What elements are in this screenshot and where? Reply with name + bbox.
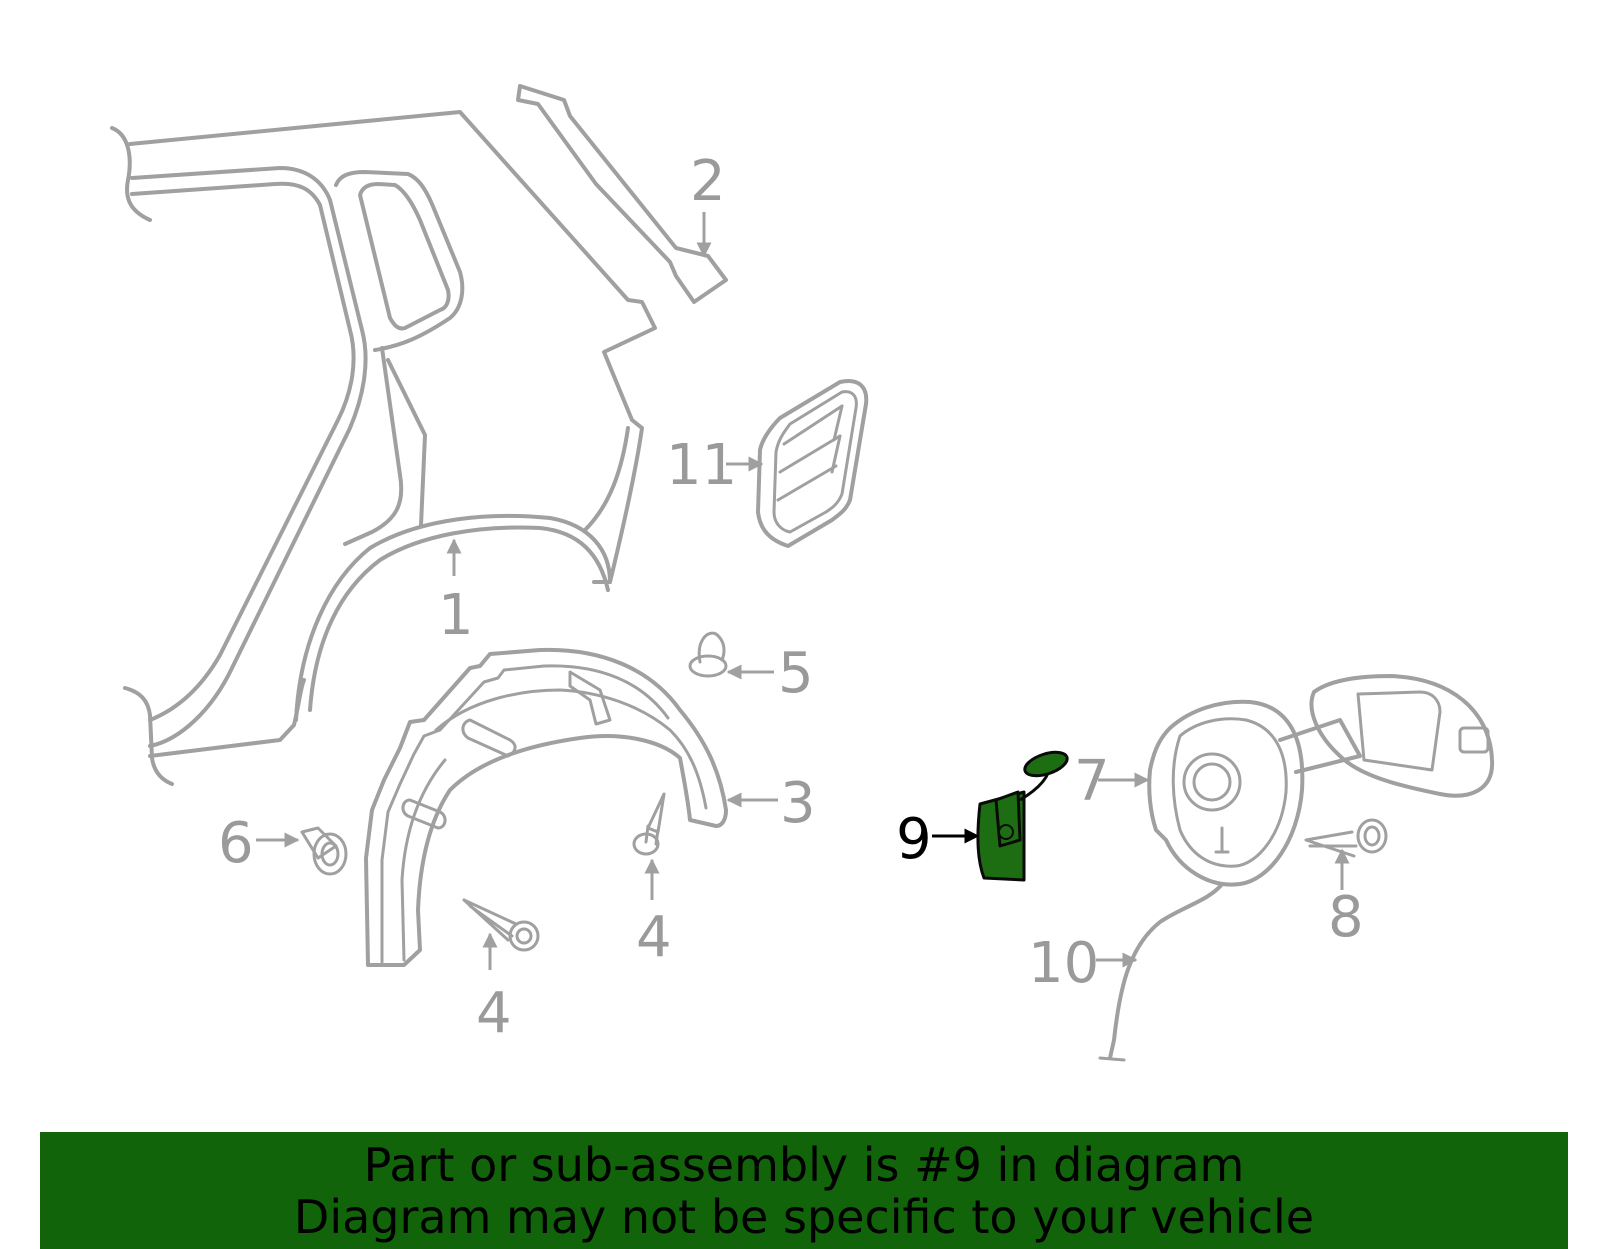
info-banner: Part or sub-assembly is #9 in diagram Di…: [40, 1132, 1568, 1249]
callout-4-left: 4: [476, 981, 512, 1046]
leader-lines: [256, 212, 1350, 970]
screw-part-4-left: [462, 898, 540, 952]
wheelhouse-liner-part-3: [364, 647, 728, 967]
vent-grille-part-11: [756, 379, 869, 548]
bolt-part-8: [1304, 818, 1388, 858]
callout-4-right: 4: [636, 905, 672, 970]
callout-1: 1: [438, 583, 474, 648]
banner-line-1: Part or sub-assembly is #9 in diagram: [363, 1137, 1245, 1192]
callout-3: 3: [780, 771, 816, 836]
callout-2: 2: [690, 149, 726, 214]
pillar-trim-part-2: [516, 84, 728, 304]
banner-line-2: Diagram may not be specific to your vehi…: [293, 1189, 1315, 1244]
callout-9: 9: [896, 807, 932, 872]
fuel-door-tether-part-9: [976, 750, 1069, 882]
clip-part-5: [688, 631, 728, 678]
fuel-door-housing-part-7: [1147, 674, 1495, 887]
callout-7: 7: [1074, 749, 1110, 814]
callout-8: 8: [1328, 885, 1364, 950]
callout-6: 6: [218, 811, 254, 876]
drain-hose-part-10: [1098, 882, 1224, 1062]
callout-10: 10: [1028, 931, 1099, 996]
nut-part-6: [300, 826, 348, 876]
screw-part-4-right: [632, 792, 666, 856]
callout-11: 11: [666, 433, 737, 498]
quarter-panel-part-1: [110, 110, 657, 786]
callout-5: 5: [778, 641, 814, 706]
